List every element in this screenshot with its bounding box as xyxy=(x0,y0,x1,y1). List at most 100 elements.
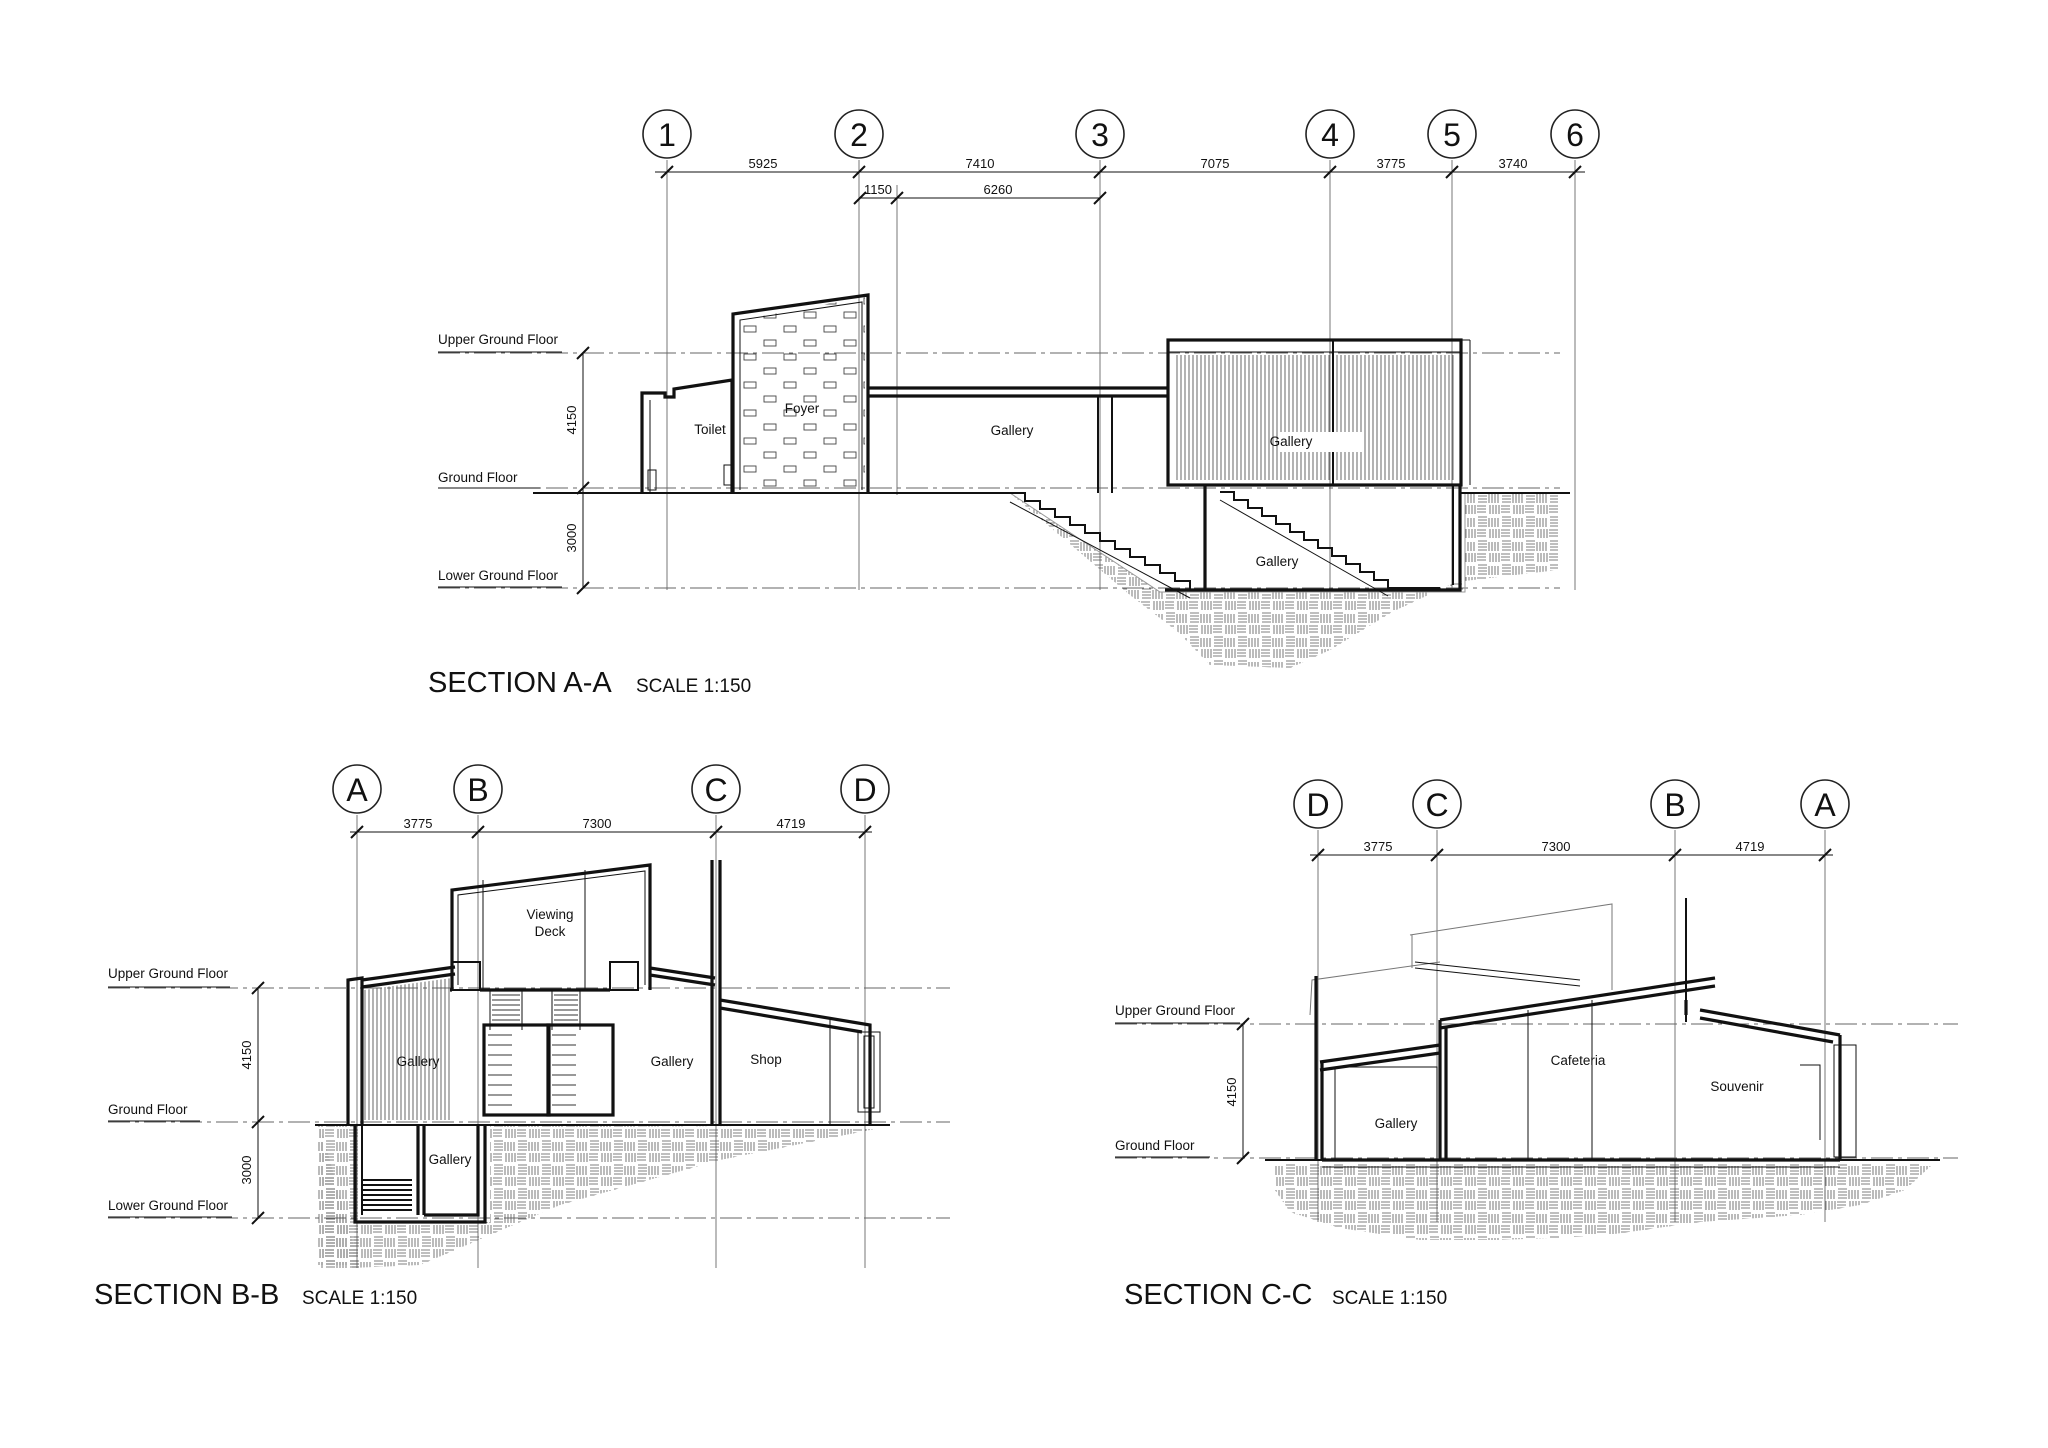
grid-label-1: 1 xyxy=(658,117,676,153)
grid-label-D-cc: D xyxy=(1306,787,1329,823)
level-ground-bb: Ground Floor xyxy=(108,1102,188,1117)
room-gallery-upper: Gallery xyxy=(1270,434,1313,449)
grid-bubble-1 xyxy=(642,109,692,159)
dim-C-B: 7300 xyxy=(1542,839,1571,854)
section-cc-grid-bubbles: D C B A xyxy=(1293,779,1850,829)
grid-label-3: 3 xyxy=(1091,117,1109,153)
stair-a xyxy=(1010,492,1191,590)
grid-label-2: 2 xyxy=(850,117,868,153)
section-aa-earth-hatch xyxy=(533,493,1558,668)
section-aa: 1 2 3 4 5 6 5925 7410 7075 3775 3740 115… xyxy=(428,109,1600,699)
gallery-upper-right: Gallery xyxy=(1166,338,1471,487)
section-cc-title: SECTION C-C xyxy=(1124,1279,1313,1311)
dim-sub-6260: 6260 xyxy=(984,182,1013,197)
dim-sub-1150: 1150 xyxy=(864,182,892,197)
grid-bubble-5 xyxy=(1427,109,1477,159)
grid-label-5: 5 xyxy=(1443,117,1461,153)
dim-4-5: 3775 xyxy=(1377,156,1406,171)
wall-A xyxy=(346,976,364,1125)
level-upper-ground-cc: Upper Ground Floor xyxy=(1115,1003,1236,1018)
section-bb-dimensions: 3775 7300 4719 xyxy=(350,816,872,839)
height-3000-bb: 3000 xyxy=(239,1156,254,1185)
section-bb-title: SECTION B-B xyxy=(94,1279,279,1311)
section-aa-title: SECTION A-A xyxy=(428,667,612,699)
section-cc-scale: SCALE 1:150 xyxy=(1332,1288,1447,1309)
section-aa-levels: Upper Ground Floor Ground Floor Lower Gr… xyxy=(438,332,1560,595)
height-4150-bb: 4150 xyxy=(239,1041,254,1070)
grid-label-B-cc: B xyxy=(1664,787,1685,823)
section-bb: A B C D 3775 7300 4719 Upper Ground Floo… xyxy=(94,764,950,1311)
section-bb-levels: Upper Ground Floor Ground Floor Lower Gr… xyxy=(108,966,950,1225)
grid-label-C-cc: C xyxy=(1425,787,1448,823)
gallery-mid: Gallery xyxy=(868,386,1168,493)
toilet-room: Toilet xyxy=(640,378,734,492)
grid-label-B-bb: B xyxy=(467,772,488,808)
height-3000-aa: 3000 xyxy=(564,524,579,553)
dim-5-6: 3740 xyxy=(1499,156,1528,171)
level-lower-ground-bb: Lower Ground Floor xyxy=(108,1198,229,1213)
grid-bubble-A-cc xyxy=(1800,779,1850,829)
grid-label-A-cc: A xyxy=(1814,787,1836,823)
grid-label-A-bb: A xyxy=(346,772,368,808)
section-aa-dimensions: 5925 7410 7075 3775 3740 1150 6260 xyxy=(655,156,1585,205)
level-lower-ground-aa: Lower Ground Floor xyxy=(438,568,559,583)
grid-label-D-bb: D xyxy=(853,772,876,808)
section-cc: D C B A 3775 7300 4719 Upper Ground Floo… xyxy=(1115,779,1958,1311)
section-bb-scale: SCALE 1:150 xyxy=(302,1288,417,1309)
grid-bubble-A-bb xyxy=(332,764,382,814)
dim-2-3: 7410 xyxy=(966,156,995,171)
height-4150-aa: 4150 xyxy=(564,406,579,435)
room-gallery-mid: Gallery xyxy=(991,423,1034,438)
gallery-lower: Gallery xyxy=(1165,485,1462,592)
stair-b xyxy=(1220,491,1440,589)
room-gallery-lower: Gallery xyxy=(1256,554,1299,569)
grid-bubble-B-bb xyxy=(453,764,503,814)
dim-B-A: 4719 xyxy=(1736,839,1765,854)
dim-A-B: 3775 xyxy=(404,816,433,831)
dim-1-2: 5925 xyxy=(749,156,778,171)
section-bb-grid-bubbles: A B C D xyxy=(332,764,890,814)
grid-label-6: 6 xyxy=(1566,117,1584,153)
grid-bubble-B-cc xyxy=(1650,779,1700,829)
grid-bubble-2 xyxy=(834,109,884,159)
section-cc-earth-hatch xyxy=(1275,1162,1935,1240)
section-bb-earth-hatch xyxy=(320,1125,880,1268)
room-cafeteria: Cafeteria xyxy=(1551,1053,1606,1068)
section-cc-levels: Upper Ground Floor Ground Floor 4150 xyxy=(1115,1003,1958,1165)
grid-bubble-C-cc xyxy=(1412,779,1462,829)
grid-label-4: 4 xyxy=(1321,117,1339,153)
section-cc-dimensions: 3775 7300 4719 xyxy=(1310,839,1833,862)
grid-bubble-C-bb xyxy=(691,764,741,814)
dim-3-4: 7075 xyxy=(1201,156,1230,171)
room-gallery-cc: Gallery xyxy=(1375,1116,1418,1131)
level-upper-ground-bb: Upper Ground Floor xyxy=(108,966,229,981)
lower-gallery-bb xyxy=(353,1125,487,1224)
grid-bubble-D-bb xyxy=(840,764,890,814)
room-viewing: Viewing xyxy=(526,907,573,922)
dim-C-D: 4719 xyxy=(777,816,806,831)
room-shop: Shop xyxy=(750,1052,782,1067)
level-upper-ground-aa: Upper Ground Floor xyxy=(438,332,559,347)
room-foyer: Foyer xyxy=(785,401,820,416)
dim-B-C: 7300 xyxy=(583,816,612,831)
room-gallery-mid-bb: Gallery xyxy=(651,1054,694,1069)
section-aa-scale: SCALE 1:150 xyxy=(636,676,751,697)
room-gallery-left-bb: Gallery xyxy=(397,1054,440,1069)
room-toilet: Toilet xyxy=(694,422,726,437)
room-gallery-lower-bb: Gallery xyxy=(429,1152,472,1167)
dim-D-C: 3775 xyxy=(1364,839,1393,854)
viewing-deck xyxy=(450,863,652,990)
grid-bubble-6 xyxy=(1550,109,1600,159)
room-souvenir: Souvenir xyxy=(1710,1079,1764,1094)
level-ground-aa: Ground Floor xyxy=(438,470,518,485)
grid-bubble-3 xyxy=(1075,109,1125,159)
level-ground-cc: Ground Floor xyxy=(1115,1138,1195,1153)
section-aa-grid-bubbles: 1 2 3 4 5 6 xyxy=(642,109,1600,159)
grid-label-C-bb: C xyxy=(704,772,727,808)
column-C xyxy=(710,860,722,1125)
height-4150-cc: 4150 xyxy=(1224,1078,1239,1107)
grid-bubble-D-cc xyxy=(1293,779,1343,829)
foyer-room: Foyer xyxy=(731,293,870,492)
grid-bubble-4 xyxy=(1305,109,1355,159)
